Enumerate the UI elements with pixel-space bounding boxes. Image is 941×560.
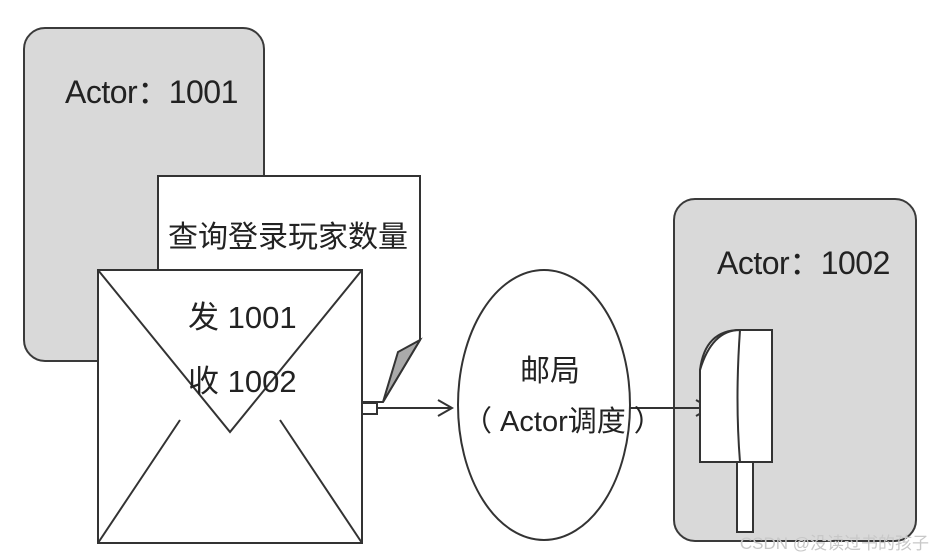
post-office-circle	[457, 269, 631, 541]
envelope-tab	[361, 402, 378, 415]
envelope-to: 收 1002	[188, 364, 297, 399]
actor-1001-title: Actor：1001	[65, 74, 238, 110]
note-text: 查询登录玩家数量	[168, 221, 408, 254]
post-office-label: 邮局	[520, 355, 580, 388]
mailbox-icon	[699, 328, 773, 533]
actor-1002-title: Actor：1002	[717, 245, 890, 281]
post-office-sublabel: （ Actor调度 ）	[463, 406, 663, 438]
actor-1002-box: Actor：1002	[673, 198, 917, 542]
note-fold-icon	[382, 337, 423, 403]
watermark: CSDN @没读过书的孩子	[739, 534, 929, 553]
envelope-from: 发 1001	[188, 300, 297, 335]
arrow-to-post-office	[377, 399, 455, 417]
